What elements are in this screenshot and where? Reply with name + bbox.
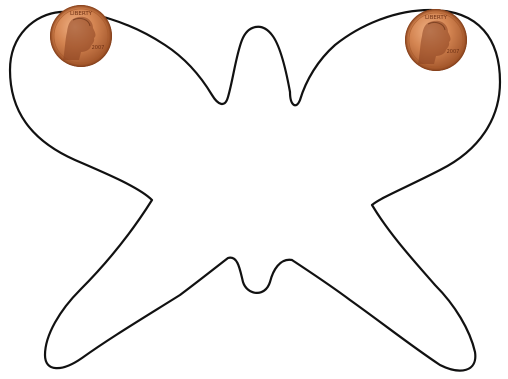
coin-date: 2007: [92, 45, 105, 51]
coin-inscription: LIBERTY: [425, 15, 448, 21]
coin-inscription: LIBERTY: [70, 11, 93, 17]
penny-coin-icon: LIBERTY 2007: [405, 9, 467, 71]
penny-coin-icon: LIBERTY 2007: [50, 5, 112, 67]
coin-date: 2007: [447, 49, 460, 55]
